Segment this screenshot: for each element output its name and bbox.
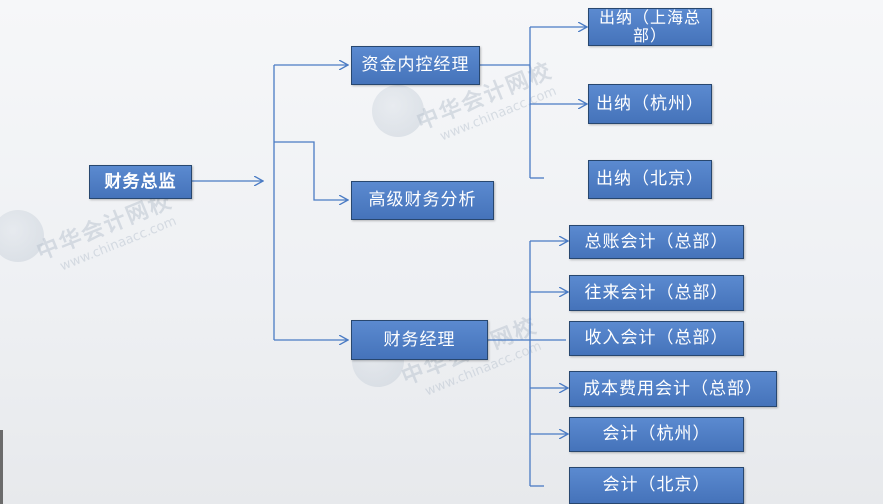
- node-cashier-hangzhou: 出纳（杭州）: [588, 84, 712, 124]
- node-gl-accountant: 总账会计（总部）: [569, 225, 744, 259]
- window-edge: [0, 430, 3, 504]
- watermark-logo: [0, 210, 44, 262]
- node-ar-ap-accountant: 往来会计（总部）: [569, 275, 744, 311]
- node-accountant-beijing: 会计（北京）: [569, 467, 744, 504]
- watermark-logo: [372, 85, 424, 137]
- node-accountant-hangzhou: 会计（杭州）: [569, 417, 744, 452]
- node-financial-analysis: 高级财务分析: [351, 181, 494, 220]
- node-cashier-shanghai: 出纳（上海总部）: [588, 8, 712, 46]
- node-cashier-beijing: 出纳（北京）: [588, 160, 712, 199]
- node-cost-accountant: 成本费用会计（总部）: [569, 371, 777, 407]
- node-root: 财务总监: [89, 165, 192, 199]
- node-treasury-manager: 资金内控经理: [351, 46, 480, 85]
- node-revenue-accountant: 收入会计（总部）: [569, 321, 744, 356]
- node-finance-manager: 财务经理: [351, 320, 488, 360]
